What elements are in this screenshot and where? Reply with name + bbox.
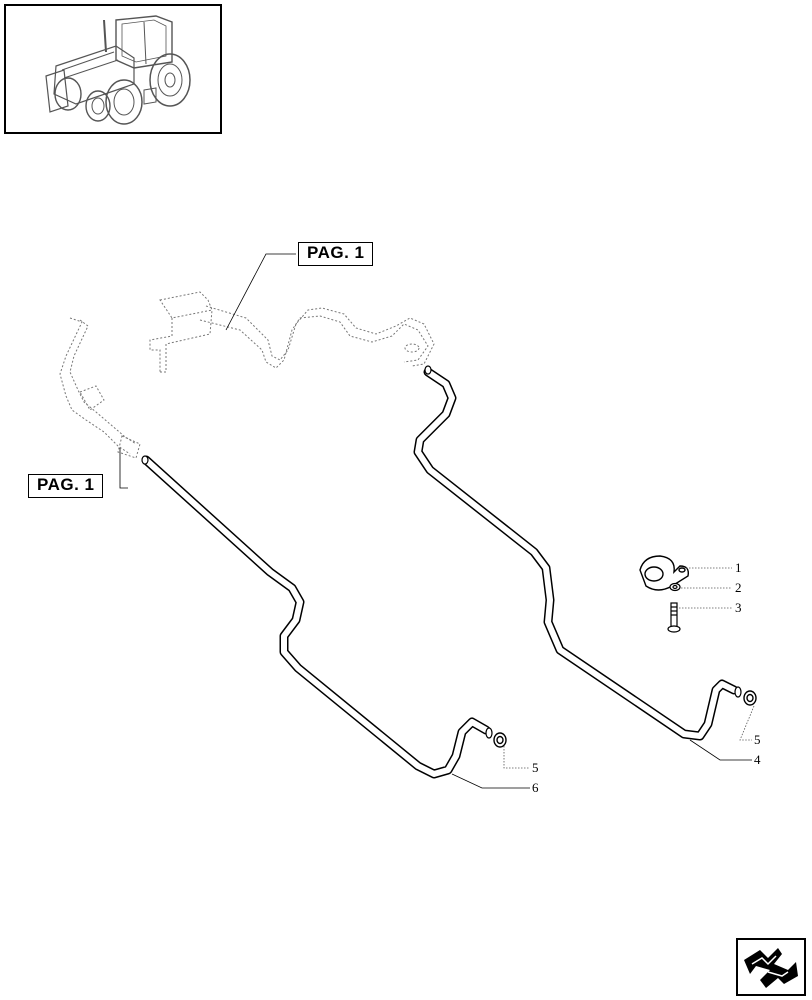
bolt-part-3 <box>667 602 681 633</box>
page-ref-top[interactable]: PAG. 1 <box>298 242 374 266</box>
callout-2: 2 <box>735 580 742 595</box>
arrow-navigation-icon <box>744 948 798 988</box>
callout-6: 6 <box>532 780 539 795</box>
navigation-button[interactable] <box>736 938 806 996</box>
page-ref-left[interactable]: PAG. 1 <box>28 474 104 498</box>
tractor-thumbnail <box>4 4 222 134</box>
pipe-part-4 <box>413 365 742 741</box>
callout-1: 1 <box>735 560 742 575</box>
solid-leaders <box>119 253 752 789</box>
washer-part-5-right <box>743 690 757 706</box>
reference-assembly-top <box>149 291 435 373</box>
washer-part-5-left <box>493 732 507 748</box>
clamp-part-1 <box>639 555 690 591</box>
callout-3: 3 <box>735 600 742 615</box>
pipe-part-6 <box>141 455 493 779</box>
tractor-icon <box>45 15 191 125</box>
washer-part-2 <box>669 582 681 592</box>
callout-5-right: 5 <box>754 732 761 747</box>
callout-4: 4 <box>754 752 761 767</box>
callout-5-left: 5 <box>532 760 539 775</box>
reference-assembly-left <box>59 317 141 459</box>
leader-lines <box>503 567 755 769</box>
